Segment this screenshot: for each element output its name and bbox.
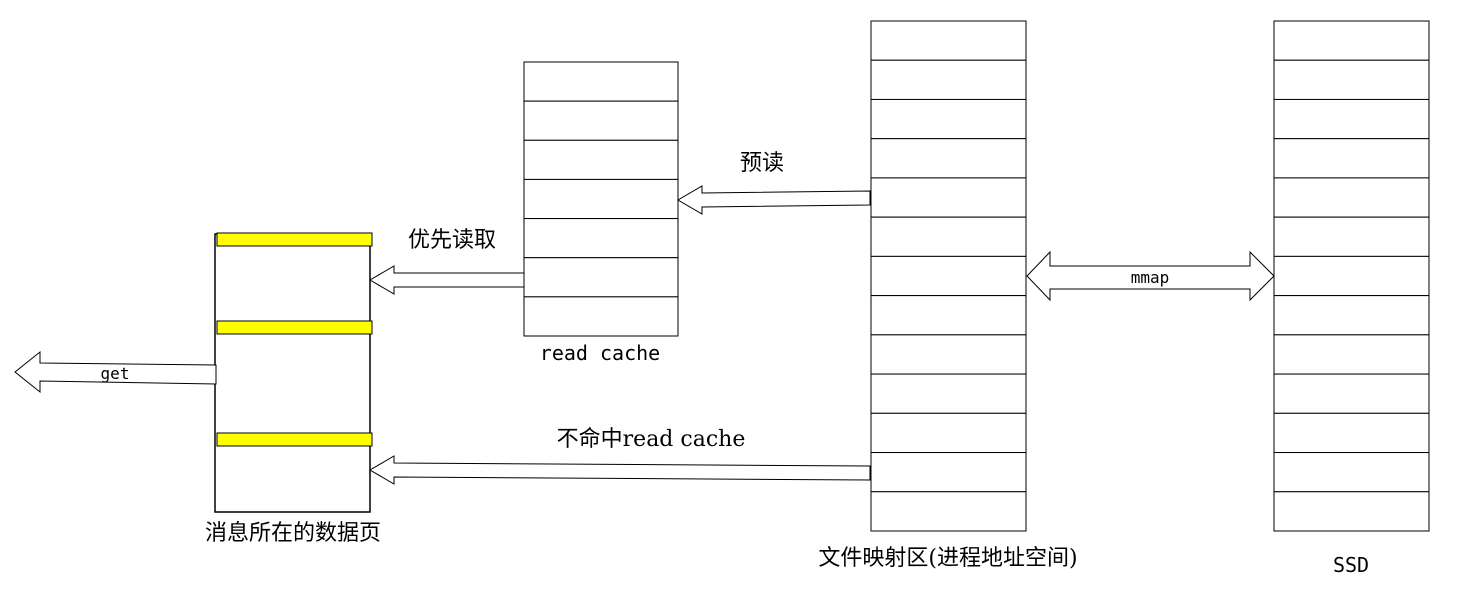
- read-cache-label: read cache: [540, 341, 660, 365]
- preread-arrow: [677, 185, 871, 215]
- message-highlight-2: [216, 320, 373, 335]
- mmap-double-arrow: [1026, 250, 1275, 302]
- preread-label: 预读: [740, 151, 784, 176]
- data-page-block: [214, 232, 373, 513]
- ssd-cell: [1273, 491, 1430, 532]
- file-map-cell: [870, 216, 1027, 257]
- ssd-cell: [1273, 452, 1430, 493]
- file-map-cell: [870, 177, 1027, 218]
- file-map-cell: [870, 491, 1027, 532]
- read-cache-cell: [523, 61, 679, 102]
- ssd-cell: [1273, 412, 1430, 454]
- read-cache-cell: [523, 218, 679, 259]
- read-cache-cell: [523, 100, 679, 141]
- ssd-cell: [1273, 59, 1430, 100]
- data-page-label: 消息所在的数据页: [205, 521, 381, 546]
- file-map-cell: [870, 373, 1027, 414]
- file-map-cell: [870, 412, 1027, 454]
- cache-miss-arrow: [369, 455, 871, 485]
- file-map-label: 文件映射区(进程地址空间): [818, 546, 1077, 571]
- mmap-label: mmap: [1131, 268, 1170, 287]
- file-map-cell: [870, 138, 1027, 179]
- ssd-cell: [1273, 138, 1430, 179]
- ssd-cell: [1273, 295, 1430, 336]
- message-highlight-3: [216, 432, 373, 447]
- file-map-cell: [870, 255, 1027, 297]
- ssd-cell: [1273, 255, 1430, 297]
- cache-miss-label: 不命中read cache: [557, 427, 746, 452]
- priority-read-label: 优先读取: [408, 228, 496, 253]
- message-highlight-1: [216, 232, 373, 247]
- file-map-cell: [870, 59, 1027, 100]
- file-map-cell: [870, 98, 1027, 140]
- ssd-label: SSD: [1333, 553, 1369, 577]
- ssd-cell: [1273, 98, 1430, 140]
- read-cache-cell: [523, 139, 679, 180]
- ssd-stack: [1273, 20, 1430, 532]
- read-cache-stack: [523, 61, 679, 337]
- ssd-cell: [1273, 373, 1430, 414]
- get-label: get: [101, 364, 130, 383]
- file-map-stack: [870, 20, 1027, 532]
- file-map-cell: [870, 295, 1027, 336]
- file-map-cell: [870, 20, 1027, 61]
- get-arrow: [14, 350, 217, 394]
- ssd-cell: [1273, 334, 1430, 375]
- file-map-cell: [870, 334, 1027, 375]
- ssd-cell: [1273, 216, 1430, 257]
- ssd-cell: [1273, 20, 1430, 61]
- read-cache-cell: [523, 257, 679, 298]
- read-cache-cell: [523, 178, 679, 220]
- data-page-body: [214, 233, 371, 513]
- read-cache-cell: [523, 296, 679, 337]
- ssd-cell: [1273, 177, 1430, 218]
- file-map-cell: [870, 452, 1027, 493]
- priority-read-arrow: [369, 265, 525, 295]
